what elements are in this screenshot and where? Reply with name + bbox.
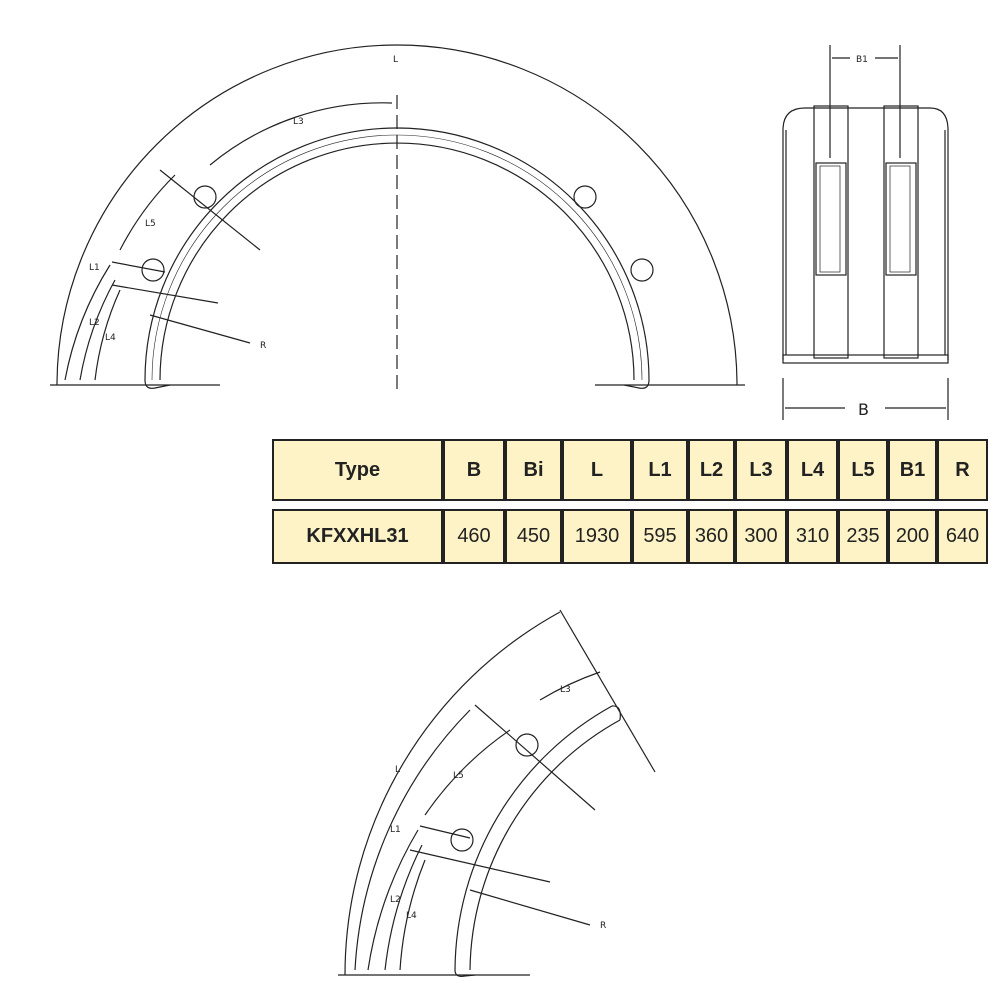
header-cell: R xyxy=(937,439,988,501)
header-cell: Type xyxy=(272,439,443,501)
spec-table-header: Type B Bi L L1 L2 L3 L4 L5 B1 R xyxy=(272,439,988,501)
value-cell: 460 xyxy=(443,509,505,564)
lug-icon xyxy=(573,185,597,209)
svg-text:R: R xyxy=(600,921,606,931)
svg-text:L3: L3 xyxy=(293,117,304,127)
value-cell: 310 xyxy=(787,509,838,564)
header-cell: L4 xyxy=(787,439,838,501)
front-view: L L3 L5 L1 L2 L4 R xyxy=(50,44,745,390)
header-cell: B1 xyxy=(888,439,937,501)
partial-view: L L3 L5 L1 L2 L4 R xyxy=(338,609,656,977)
svg-text:L5: L5 xyxy=(453,771,464,781)
svg-text:L2: L2 xyxy=(89,318,100,328)
svg-text:L1: L1 xyxy=(89,263,100,273)
svg-text:L5: L5 xyxy=(145,219,156,229)
header-cell: L5 xyxy=(838,439,888,501)
svg-text:L2: L2 xyxy=(390,895,401,905)
lug-icon xyxy=(515,733,539,757)
value-cell: 1930 xyxy=(562,509,632,564)
table-row: KFXXHL31 460 450 1930 595 360 300 310 23… xyxy=(272,509,988,564)
value-cell: 235 xyxy=(838,509,888,564)
outer-arc-L xyxy=(344,611,561,976)
type-cell: KFXXHL31 xyxy=(272,509,443,564)
svg-text:L3: L3 xyxy=(560,685,571,695)
header-cell: L1 xyxy=(632,439,688,501)
svg-text:R: R xyxy=(260,341,266,351)
header-cell: L2 xyxy=(688,439,735,501)
value-cell: 450 xyxy=(505,509,562,564)
spec-table-row: KFXXHL31 460 450 1930 595 360 300 310 23… xyxy=(272,509,988,564)
chain-outer-arc xyxy=(454,705,613,971)
outer-arc-L xyxy=(56,44,738,386)
header-cell: Bi xyxy=(505,439,562,501)
value-cell: 640 xyxy=(937,509,988,564)
header-cell: L3 xyxy=(735,439,787,501)
side-view: B1 B xyxy=(782,45,949,420)
chain-inner-arc xyxy=(469,719,621,971)
header-cell: B xyxy=(443,439,505,501)
svg-text:L4: L4 xyxy=(406,911,417,921)
value-cell: 360 xyxy=(688,509,735,564)
value-cell: 300 xyxy=(735,509,787,564)
lug-icon xyxy=(630,258,654,282)
lug-icon xyxy=(193,185,217,209)
svg-text:B: B xyxy=(858,400,869,419)
header-cell: L xyxy=(562,439,632,501)
svg-text:L1: L1 xyxy=(390,825,401,835)
svg-text:L: L xyxy=(393,55,398,65)
svg-text:L4: L4 xyxy=(105,333,116,343)
value-cell: 200 xyxy=(888,509,937,564)
svg-text:B1: B1 xyxy=(856,55,868,65)
lug-icon xyxy=(450,828,474,852)
value-cell: 595 xyxy=(632,509,688,564)
svg-text:L: L xyxy=(395,765,400,775)
lug-icon xyxy=(141,258,165,282)
